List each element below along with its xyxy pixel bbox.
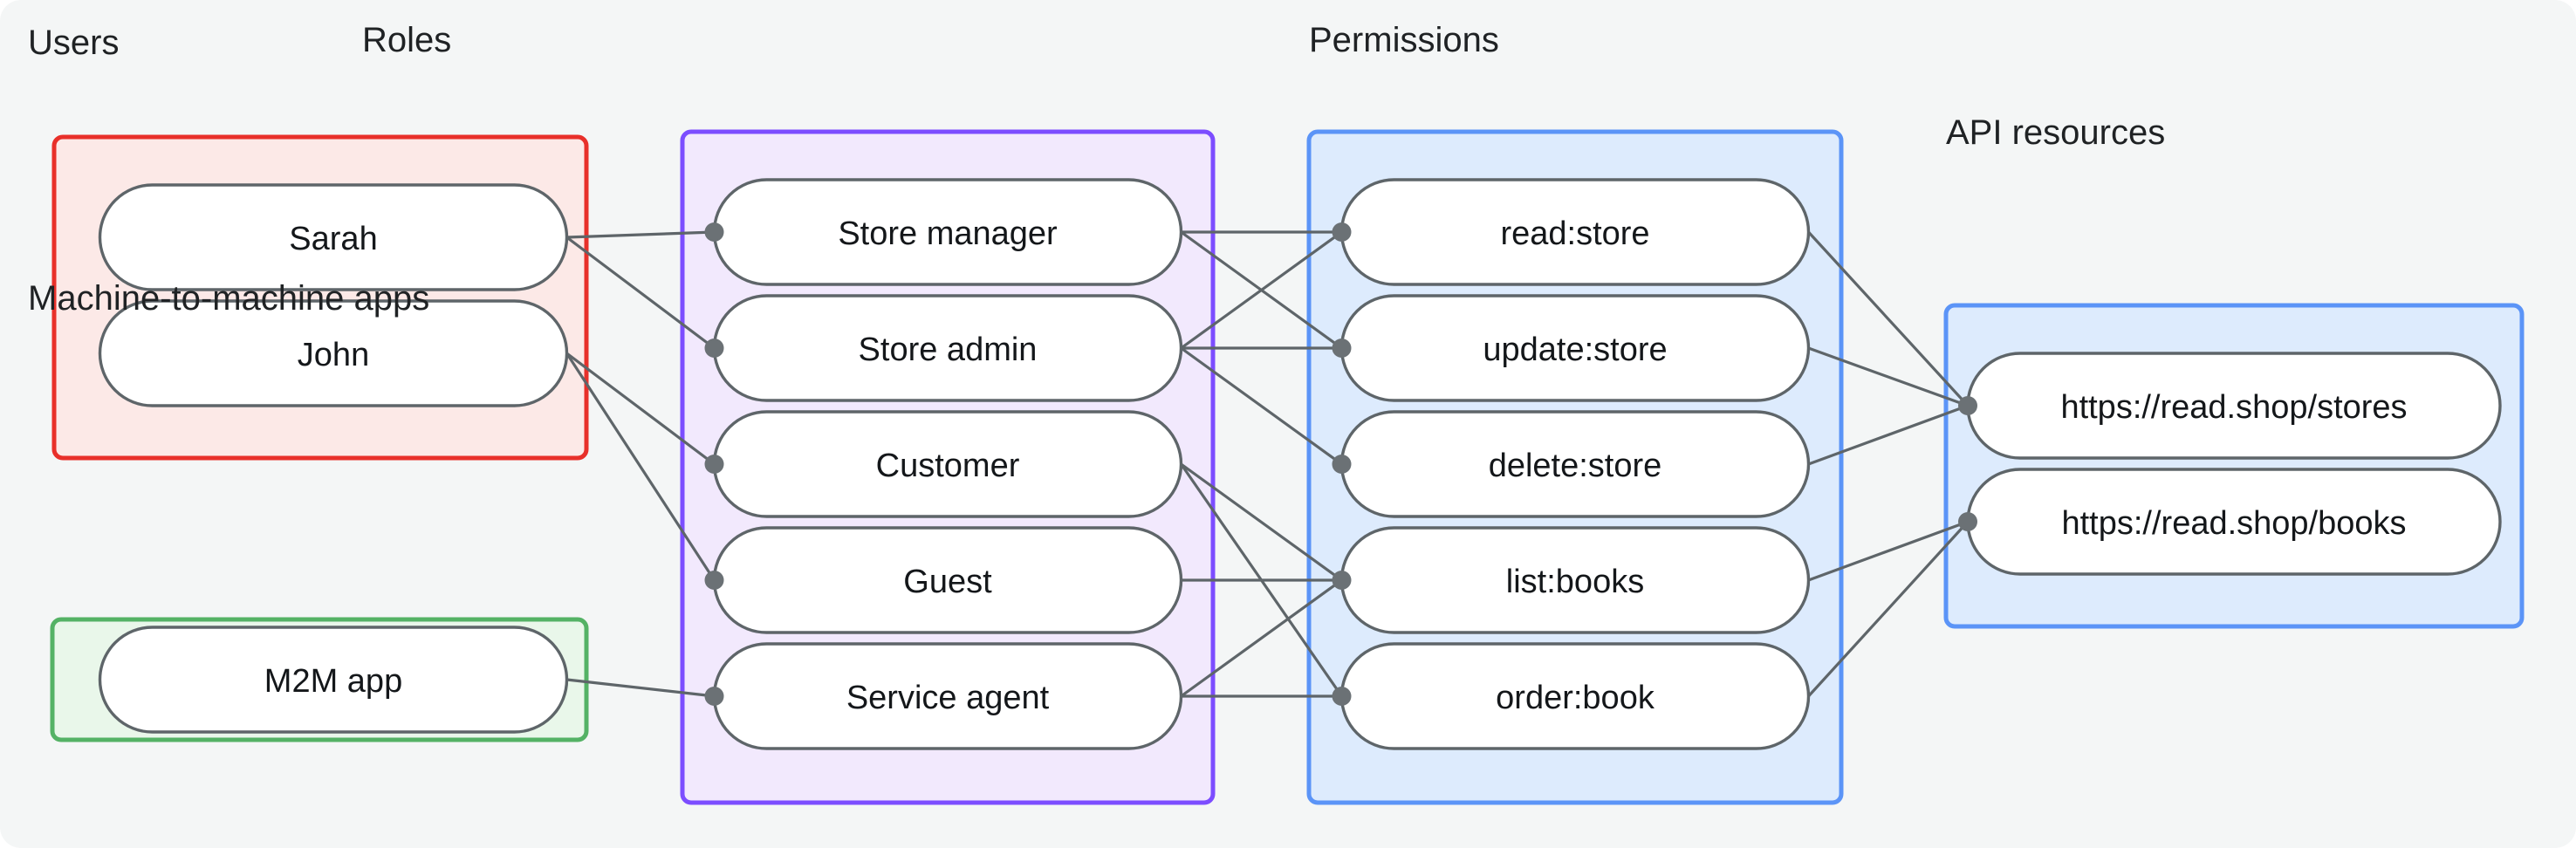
edge-update-store-to-read-shop-stores: [1807, 346, 1969, 407]
node-store-admin[interactable]: Store admin: [712, 294, 1183, 402]
node-store-manager[interactable]: Store manager: [712, 178, 1183, 286]
node-sarah[interactable]: Sarah: [98, 183, 569, 291]
edge-john-to-guest: [565, 352, 716, 581]
edge-store-admin-to-delete-store: [1180, 346, 1343, 466]
group-title-roles: Roles: [362, 21, 451, 59]
node-update-store[interactable]: update:store: [1339, 294, 1811, 402]
edge-port-customer: [704, 455, 724, 474]
node-list-books[interactable]: list:books: [1339, 526, 1811, 634]
edge-read-store-to-read-shop-stores: [1807, 230, 1970, 407]
edge-order-book-to-read-shop-books: [1807, 520, 1970, 698]
node-pill-john[interactable]: [98, 299, 569, 407]
node-pill-m2m-app[interactable]: [98, 626, 569, 734]
edge-port-order-book: [1332, 687, 1352, 706]
edge-port-read-store: [1332, 222, 1352, 242]
edge-port-delete-store: [1332, 455, 1352, 474]
node-label-store-manager: Store manager: [838, 215, 1058, 252]
node-label-service-agent: Service agent: [846, 680, 1050, 716]
node-customer[interactable]: Customer: [712, 410, 1183, 518]
node-label-read-store: read:store: [1500, 215, 1649, 252]
node-service-agent[interactable]: Service agent: [712, 642, 1183, 750]
node-label-update-store: update:store: [1483, 332, 1667, 368]
node-pill-sarah[interactable]: [98, 183, 569, 291]
node-delete-store[interactable]: delete:store: [1339, 410, 1811, 518]
edge-sarah-to-store-admin: [565, 236, 716, 350]
group-title-m2m: Machine-to-machine apps: [28, 279, 429, 318]
edge-ports: [704, 222, 1977, 706]
edge-port-guest: [704, 571, 724, 590]
node-label-list-books: list:books: [1506, 564, 1644, 600]
edge-port-update-store: [1332, 339, 1352, 358]
node-label-customer: Customer: [876, 448, 1020, 484]
node-order-book[interactable]: order:book: [1339, 642, 1811, 750]
edge-customer-to-list-books: [1180, 462, 1343, 582]
node-label-store-admin: Store admin: [859, 332, 1038, 368]
node-read-store[interactable]: read:store: [1339, 178, 1811, 286]
edge-port-store-admin: [704, 339, 724, 358]
edge-service-agent-to-list-books: [1180, 578, 1343, 698]
edge-port-service-agent: [704, 687, 724, 706]
node-label-read-shop-books: https://read.shop/books: [2061, 505, 2406, 542]
node-m2m-app[interactable]: M2M app: [98, 626, 569, 734]
node-read-shop-stores[interactable]: https://read.shop/stores: [1966, 352, 2502, 460]
edge-store-admin-to-read-store: [1180, 230, 1343, 350]
node-label-delete-store: delete:store: [1489, 448, 1662, 484]
node-guest[interactable]: Guest: [712, 526, 1183, 634]
node-label-guest: Guest: [903, 564, 992, 600]
node-label-john: John: [298, 337, 369, 373]
edge-sarah-to-store-manager: [566, 230, 715, 239]
edge-port-read-shop-books: [1958, 512, 1977, 531]
edges: [565, 230, 1970, 698]
group-title-users: Users: [28, 24, 119, 62]
edge-port-list-books: [1332, 571, 1352, 590]
node-label-read-shop-stores: https://read.shop/stores: [2060, 389, 2407, 426]
node-label-order-book: order:book: [1496, 680, 1655, 716]
edge-john-to-customer: [565, 352, 716, 466]
group-title-api-resources: API resources: [1946, 113, 2165, 152]
edge-delete-store-to-read-shop-stores: [1807, 404, 1969, 466]
node-label-m2m-app: M2M app: [264, 663, 402, 700]
group-title-permissions: Permissions: [1309, 21, 1499, 59]
edge-list-books-to-read-shop-books: [1807, 520, 1969, 582]
node-label-sarah: Sarah: [289, 221, 377, 257]
edge-m2m-app-to-service-agent: [566, 678, 715, 698]
edge-port-store-manager: [704, 222, 724, 242]
node-read-shop-books[interactable]: https://read.shop/books: [1966, 468, 2502, 576]
edge-port-read-shop-stores: [1958, 396, 1977, 415]
node-john[interactable]: John: [98, 299, 569, 407]
